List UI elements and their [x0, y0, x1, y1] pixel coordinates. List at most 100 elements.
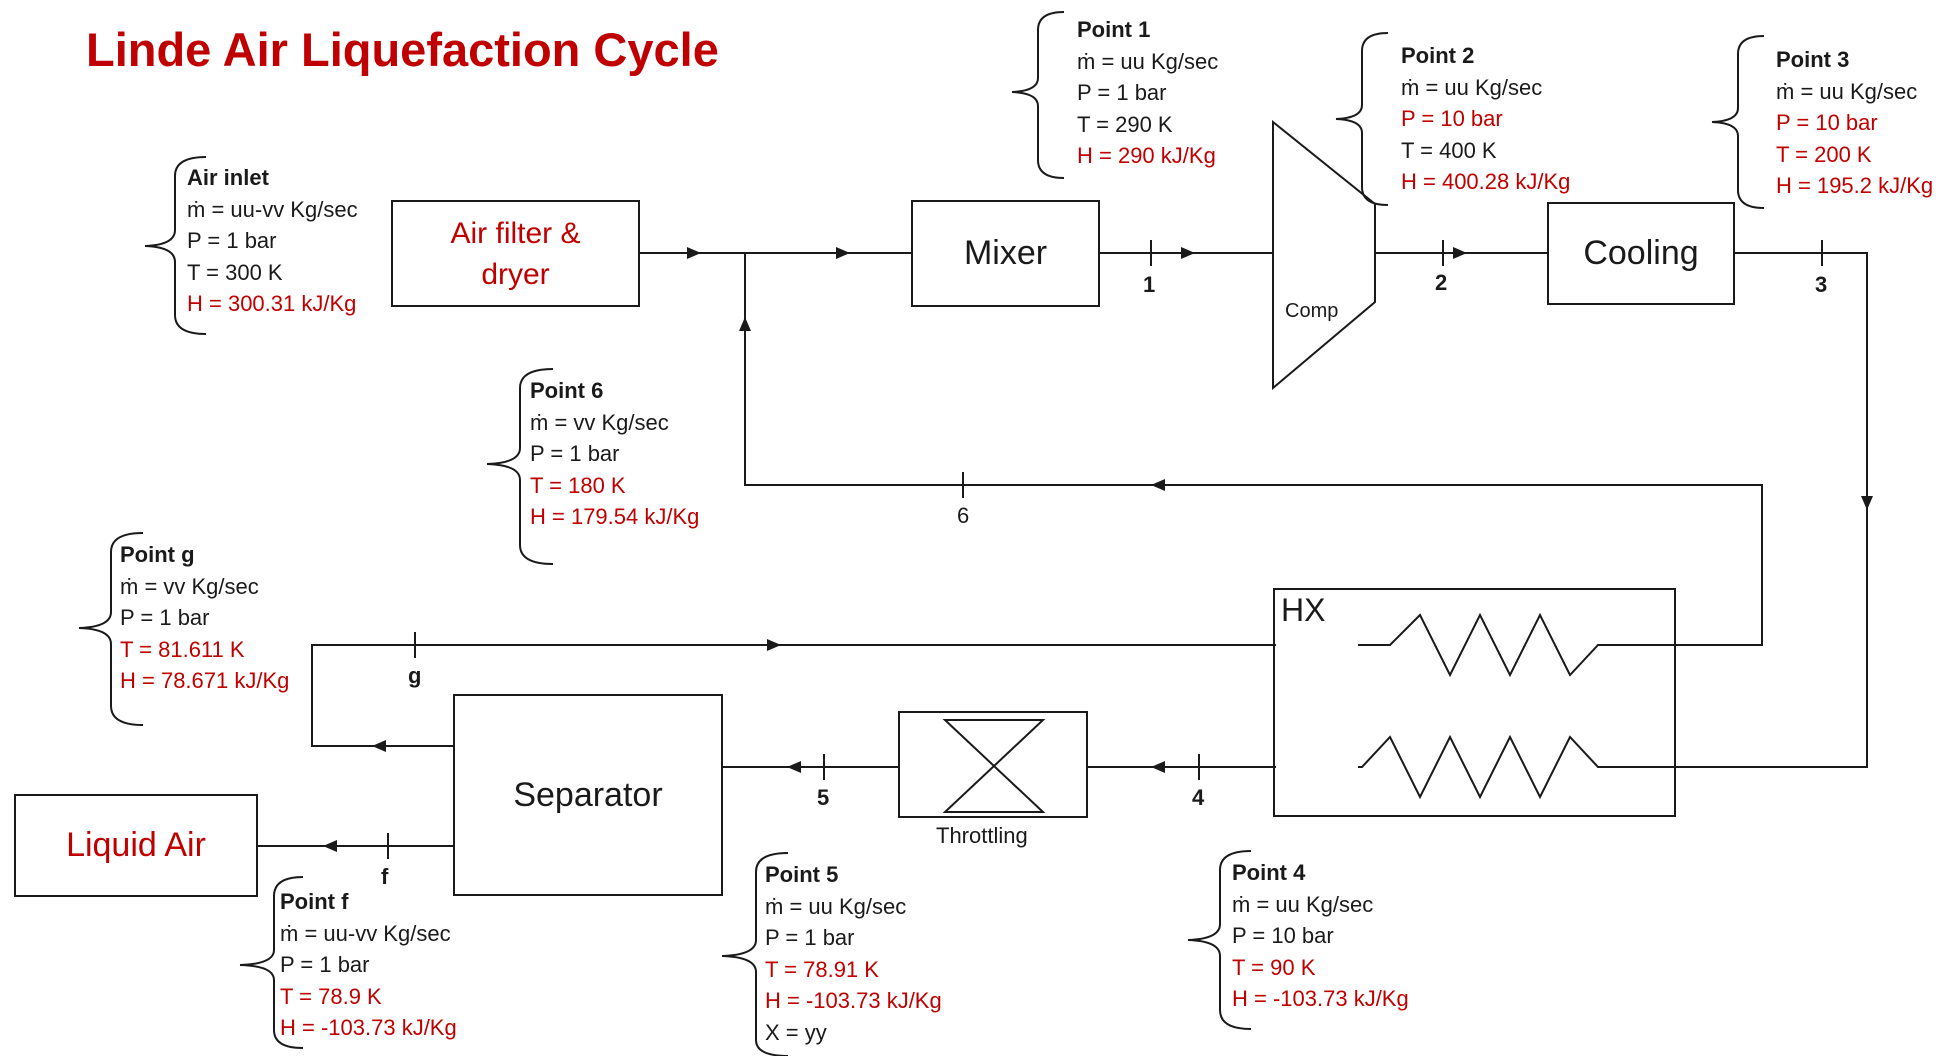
temperature: T = 78.91 K — [765, 956, 879, 982]
temperature: T = 300 K — [187, 259, 283, 285]
pressure: P = 10 bar — [1232, 923, 1334, 948]
liquid-air-label: Liquid Air — [66, 826, 206, 864]
state-label-1: 1 — [1143, 272, 1156, 297]
state-label-3: 3 — [1815, 272, 1828, 297]
state-label-6: 6 — [957, 503, 970, 528]
pressure: P = 1 bar — [120, 605, 210, 630]
annotation-heading: Point g — [120, 542, 195, 567]
annotation-heading: Point f — [280, 889, 349, 914]
temperature: T = 90 K — [1232, 954, 1316, 980]
annotation-pointg: Point g ṁ = vv Kg/sec P = 1 bar T = 81.6… — [120, 539, 289, 697]
brace-air-inlet — [144, 156, 207, 335]
state-label-4: 4 — [1192, 785, 1205, 810]
annotation-point6: Point 6 ṁ = vv Kg/sec P = 1 bar T = 180 … — [530, 375, 699, 533]
arrow-down — [1861, 496, 1873, 510]
mass-flow: ṁ = uu Kg/sec — [1077, 48, 1219, 74]
mass-flow: ṁ = vv Kg/sec — [530, 409, 669, 435]
temperature: T = 81.611 K — [120, 636, 245, 662]
annotation-heading: Point 1 — [1077, 17, 1151, 42]
annotation-heading: Air inlet — [187, 165, 269, 190]
temperature: T = 78.9 K — [280, 983, 382, 1009]
annotation-point4: Point 4 ṁ = uu Kg/sec P = 10 bar T = 90 … — [1232, 857, 1409, 1015]
arrow-up — [739, 317, 751, 331]
state-label-g: g — [408, 663, 422, 688]
mass-flow: ṁ = uu-vv Kg/sec — [187, 196, 358, 222]
heat-exchanger-label: HX — [1281, 592, 1326, 628]
pressure: P = 1 bar — [187, 228, 277, 253]
air-filter-dryer-label: Air filter & dryer — [450, 216, 581, 291]
enthalpy: H = 78.671 kJ/Kg — [120, 668, 290, 693]
enthalpy: H = 400.28 kJ/Kg — [1401, 169, 1571, 194]
cooling-box: Cooling — [1547, 202, 1735, 305]
mass-flow: ṁ = uu Kg/sec — [1401, 74, 1543, 100]
arrow-left — [787, 761, 801, 773]
annotation-point1: Point 1 ṁ = uu Kg/sec P = 1 bar T = 290 … — [1077, 14, 1218, 172]
state-label-5: 5 — [817, 785, 830, 810]
arrow-right — [767, 639, 781, 651]
cooling-label: Cooling — [1583, 234, 1699, 272]
annotation-air-inlet: Air inlet ṁ = uu-vv Kg/sec P = 1 bar T =… — [187, 162, 358, 320]
annotation-heading: Point 3 — [1776, 47, 1850, 72]
enthalpy: H = 195.2 kJ/Kg — [1776, 173, 1934, 198]
enthalpy: H = 179.54 kJ/Kg — [530, 504, 700, 529]
arrow-right — [1181, 247, 1195, 259]
pressure: P = 10 bar — [1401, 106, 1503, 131]
arrow-left — [372, 740, 386, 752]
enthalpy: H = -103.73 kJ/Kg — [765, 988, 942, 1013]
air-filter-dryer-box: Air filter & dryer — [391, 200, 640, 307]
pressure: P = 1 bar — [1077, 80, 1167, 105]
arrow-left — [323, 840, 337, 852]
temperature: T = 200 K — [1776, 141, 1872, 167]
brace-pointf — [239, 876, 304, 1049]
temperature: T = 400 K — [1401, 137, 1497, 163]
mass-flow: ṁ = uu Kg/sec — [765, 893, 907, 919]
arrow-right — [836, 247, 850, 259]
annotation-point3: Point 3 ṁ = uu Kg/sec P = 10 bar T = 200… — [1776, 44, 1933, 202]
mixer-label: Mixer — [963, 234, 1048, 272]
throttling-label: Throttling — [936, 823, 1028, 848]
temperature: T = 180 K — [530, 472, 626, 498]
arrow-left — [1151, 761, 1165, 773]
brace-point5 — [721, 852, 789, 1056]
enthalpy: H = 290 kJ/Kg — [1077, 143, 1216, 168]
annotation-point2: Point 2 ṁ = uu Kg/sec P = 10 bar T = 400… — [1401, 40, 1570, 198]
annotation-point5: Point 5 ṁ = uu Kg/sec P = 1 bar T = 78.9… — [765, 859, 942, 1048]
throttle-valve-icon — [942, 719, 1046, 813]
enthalpy: H = 300.31 kJ/Kg — [187, 291, 357, 316]
quality: X = yy — [765, 1019, 827, 1045]
brace-point1 — [1011, 11, 1065, 179]
state-label-2: 2 — [1435, 270, 1448, 295]
annotation-heading: Point 5 — [765, 862, 839, 887]
pressure: P = 1 bar — [530, 441, 620, 466]
liquid-air-box: Liquid Air — [14, 794, 258, 897]
enthalpy: H = -103.73 kJ/Kg — [1232, 986, 1409, 1011]
hx-coil-top — [1358, 612, 1676, 678]
enthalpy: H = -103.73 kJ/Kg — [280, 1015, 457, 1040]
separator-box: Separator — [453, 694, 723, 896]
annotation-pointf: Point f ṁ = uu-vv Kg/sec P = 1 bar T = 7… — [280, 886, 457, 1044]
brace-point3 — [1711, 35, 1765, 209]
state-label-f: f — [381, 864, 389, 889]
pressure: P = 1 bar — [765, 925, 855, 950]
brace-pointg — [78, 532, 144, 726]
brace-point6 — [486, 368, 554, 565]
heat-exchanger-box — [1273, 588, 1676, 817]
flow-line — [744, 312, 1763, 646]
annotation-heading: Point 2 — [1401, 43, 1475, 68]
flow-line — [1735, 252, 1868, 768]
mixer-box: Mixer — [911, 200, 1100, 307]
arrow-right — [687, 247, 701, 259]
temperature: T = 290 K — [1077, 111, 1173, 137]
pressure: P = 10 bar — [1776, 110, 1878, 135]
brace-point4 — [1187, 850, 1252, 1030]
mass-flow: ṁ = vv Kg/sec — [120, 573, 259, 599]
throttling-valve-box — [898, 711, 1088, 818]
annotation-heading: Point 6 — [530, 378, 604, 403]
mass-flow: ṁ = uu Kg/sec — [1776, 78, 1918, 104]
pressure: P = 1 bar — [280, 952, 370, 977]
mass-flow: ṁ = uu Kg/sec — [1232, 891, 1374, 917]
hx-coil-bottom — [1358, 734, 1746, 800]
diagram-title: Linde Air Liquefaction Cycle — [86, 23, 719, 76]
separator-label: Separator — [513, 775, 663, 814]
